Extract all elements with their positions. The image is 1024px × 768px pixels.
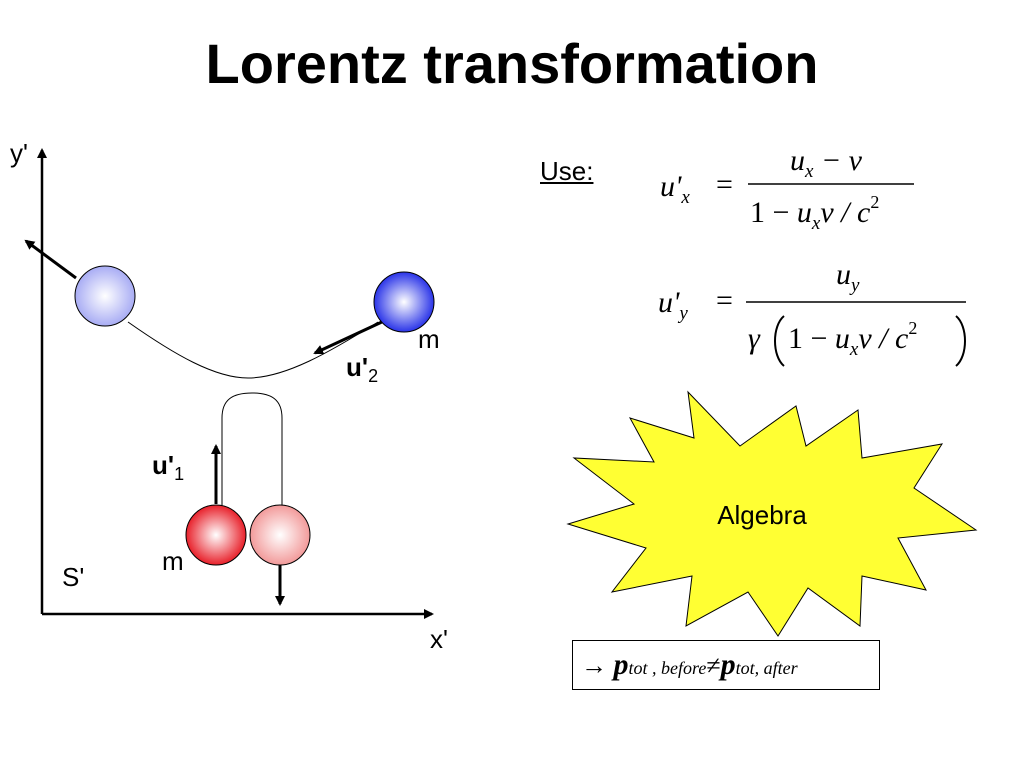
equation-uy: u'y = uy γ 1 − uxv / c2 xyxy=(658,258,966,367)
subscript-before: tot , before xyxy=(628,658,707,678)
svg-text:=: = xyxy=(716,168,733,201)
right-paren xyxy=(955,315,966,367)
svg-text:γ: γ xyxy=(748,322,761,355)
frame-label: S' xyxy=(62,562,84,592)
mass-label-bottom: m xyxy=(162,546,184,576)
ball-bottom-left xyxy=(185,504,247,566)
subscript-after: tot, after xyxy=(735,658,798,678)
ball-top-right xyxy=(373,271,435,333)
momentum-conclusion-box: → ptot , before≠ptot, after xyxy=(572,640,880,690)
equation-ux: u'x = ux − v 1 − uxv / c2 xyxy=(660,144,914,234)
velocity-label-u2: u'2 xyxy=(346,352,378,386)
velocity-arrow-u2 xyxy=(313,319,385,355)
svg-text:ux − v: ux − v xyxy=(790,144,863,182)
left-paren xyxy=(774,315,785,367)
outgoing-arrow-top-left xyxy=(24,239,77,280)
mass-label-top: m xyxy=(418,324,440,354)
svg-text:uy: uy xyxy=(836,258,860,296)
svg-text:1 − uxv / c2: 1 − uxv / c2 xyxy=(750,192,879,234)
not-equal-sign: ≠ xyxy=(706,651,721,680)
ball-top-left xyxy=(74,265,136,327)
velocity-label-u1: u'1 xyxy=(152,450,184,484)
momentum-symbol-before: p xyxy=(613,648,629,681)
y-axis-label: y' xyxy=(10,138,28,168)
algebra-starburst xyxy=(566,390,978,637)
momentum-symbol-after: p xyxy=(720,648,736,681)
x-axis-label: x' xyxy=(430,624,448,654)
use-label: Use: xyxy=(540,156,594,186)
svg-text:u'y: u'y xyxy=(658,286,688,324)
bottom-trajectory xyxy=(221,392,283,508)
algebra-label: Algebra xyxy=(717,500,807,530)
ball-bottom-right xyxy=(249,504,311,566)
svg-text:u'x: u'x xyxy=(660,170,690,208)
svg-text:=: = xyxy=(716,284,733,317)
page-title: Lorentz transformation xyxy=(205,32,819,95)
implies-arrow: → xyxy=(581,651,614,680)
top-trajectory xyxy=(127,321,379,379)
svg-text:1 − uxv / c2: 1 − uxv / c2 xyxy=(788,318,917,360)
